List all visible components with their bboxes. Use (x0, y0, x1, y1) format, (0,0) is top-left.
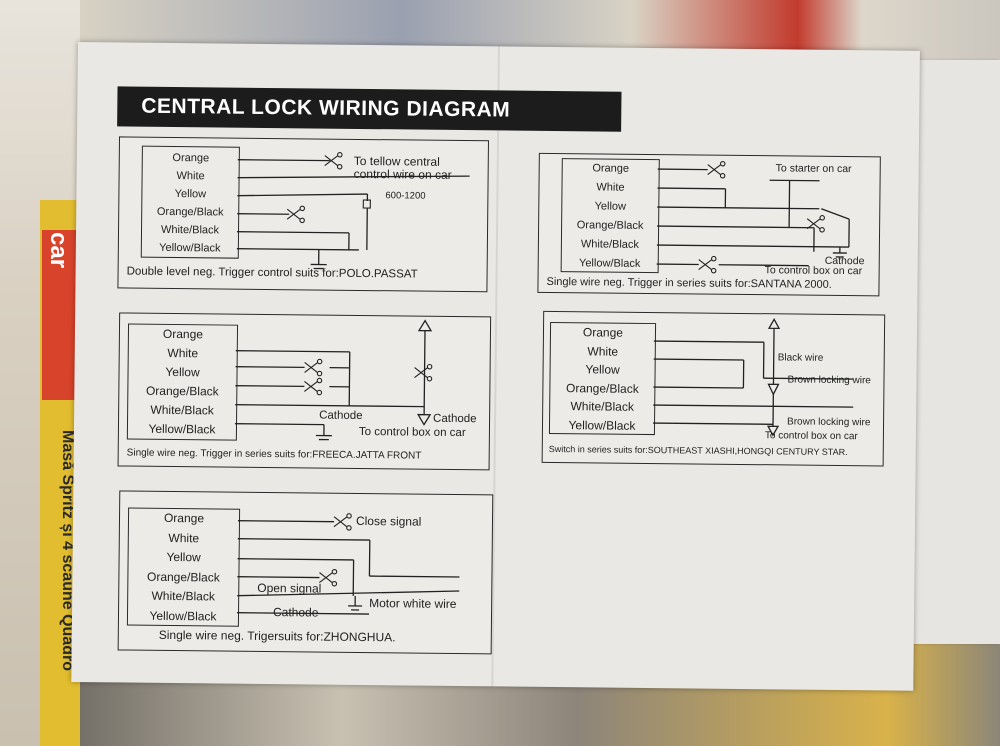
scissors-icon (324, 151, 343, 170)
scissors-icon (333, 513, 352, 531)
diagram-polo-passat: Orange White Yellow Orange/Black White/B… (117, 136, 489, 293)
scissors-icon (806, 215, 825, 233)
wiring-lines (235, 319, 433, 441)
scissors-icon (304, 358, 323, 377)
note: Brown locking wire (787, 374, 871, 387)
scissors-icon (414, 363, 433, 382)
note: Cathode (272, 605, 319, 620)
scissors-icon (319, 568, 338, 587)
note: Cathode (433, 412, 477, 426)
scissors-icon (707, 161, 726, 179)
scissors-icon (698, 255, 717, 274)
note: control wire on car (353, 166, 452, 182)
magazine-red-text: car (45, 232, 72, 269)
note: To control box on car (358, 425, 466, 440)
magazine-red-block (42, 230, 76, 400)
wiring-sheet: CENTRAL LOCK WIRING DIAGRAM Orange White… (71, 42, 920, 691)
diagram-zhonghua: Orange White Yellow Orange/Black White/B… (117, 490, 494, 655)
wiring-lines (653, 317, 854, 437)
note: Motor white wire (369, 596, 457, 611)
wiring-lines (237, 513, 460, 615)
wiring-lines (236, 151, 470, 270)
scissors-icon (286, 205, 306, 224)
note: Cathode (319, 409, 363, 423)
scissors-icon (304, 377, 323, 396)
note: To control box on car (764, 264, 863, 278)
note: Brown locking wire (787, 416, 871, 429)
note: To starter on car (775, 162, 852, 176)
note: Open signal (257, 580, 322, 596)
page-fold (491, 46, 500, 687)
note: 600-1200 (385, 190, 426, 202)
note: To control box on car (764, 430, 858, 443)
diagram-caption: Single wire neg. Trigersuits for:ZHONGHU… (158, 627, 396, 645)
page-flap (906, 60, 1000, 644)
wiring-lines (656, 161, 850, 274)
diagram-santana-2000: Orange White Yellow Orange/Black White/B… (537, 152, 881, 297)
page-title: CENTRAL LOCK WIRING DIAGRAM (117, 86, 622, 132)
note: Black wire (777, 352, 824, 364)
note: Close signal (355, 513, 422, 529)
diagram-southeast-hongqi: Orange White Yellow Orange/Black White/B… (541, 310, 886, 467)
diagram-freeca-jatta: Orange White Yellow Orange/Black White/B… (117, 312, 492, 471)
